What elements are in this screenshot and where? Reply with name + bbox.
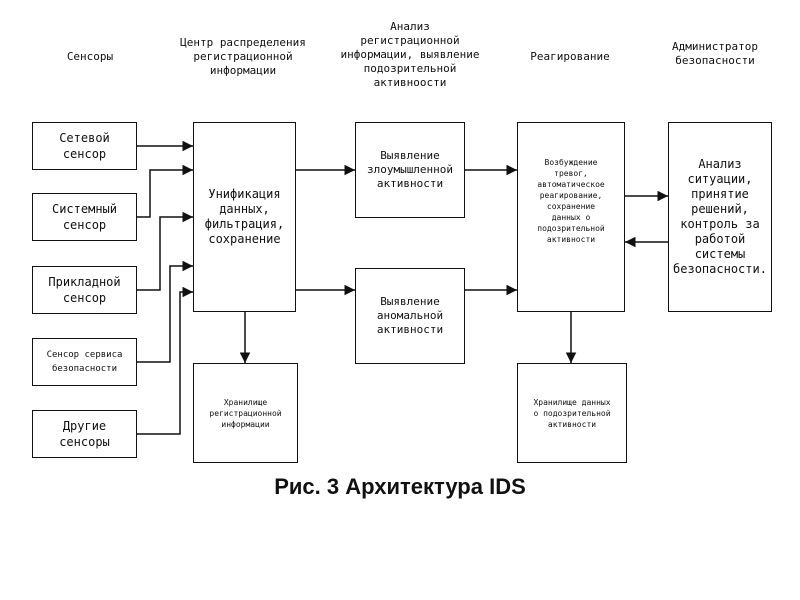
header-sensors: Сенсоры bbox=[66, 50, 114, 63]
header-distribution-center: Центр распределения регистрационной инфо… bbox=[180, 36, 306, 77]
header-reaction: Реагирование bbox=[530, 50, 610, 63]
registration-storage-box: Хранилище регистрационной информации bbox=[193, 363, 298, 463]
suspicious-data-storage-box: Хранилище данных о подозрительной активн… bbox=[517, 363, 627, 463]
malicious-activity-detection-box: Выявление злоумышленной активности bbox=[355, 122, 465, 218]
arrow-system-sensor bbox=[137, 164, 193, 218]
application-sensor-box: Прикладной сенсор bbox=[32, 266, 137, 314]
header-analysis: Анализ регистрационной информации, выявл… bbox=[340, 20, 480, 89]
figure-caption: Рис. 3 Архитектура IDS bbox=[274, 474, 526, 499]
network-sensor-box: Сетевой сенсор bbox=[32, 122, 137, 170]
other-sensors-box: Другие сенсоры bbox=[32, 410, 137, 458]
admin-box: Анализ ситуации, принятие решений, контр… bbox=[668, 122, 772, 312]
system-sensor-box: Системный сенсор bbox=[32, 193, 137, 241]
arrow-security-service-sensor bbox=[137, 260, 193, 363]
reaction-box: Возбуждение тревог, автоматическое реаги… bbox=[517, 122, 625, 312]
security-service-sensor-box: Сенсор сервиса безопасности bbox=[32, 338, 137, 386]
arrow-other-sensors bbox=[137, 286, 193, 435]
unification-box: Унификация данных, фильтрация, сохранени… bbox=[193, 122, 296, 312]
arrow-application-sensor bbox=[137, 211, 193, 291]
header-admin: Администратор безопасности bbox=[671, 40, 759, 67]
anomalous-activity-detection-box: Выявление аномальной активности bbox=[355, 268, 465, 364]
